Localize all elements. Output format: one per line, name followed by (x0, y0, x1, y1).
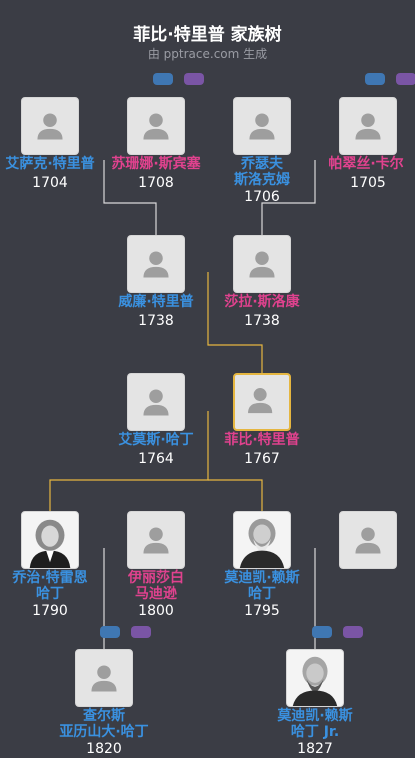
photo-mordecai[interactable] (233, 511, 291, 569)
person-year-patience: 1705 (350, 175, 386, 191)
person-year-isaac: 1704 (32, 175, 68, 191)
avatar-ames[interactable] (127, 373, 185, 431)
avatar-sarah[interactable] (233, 235, 291, 293)
expand-toggle-right-blue[interactable] (365, 73, 385, 85)
expand-toggle-left-purple[interactable] (184, 73, 204, 85)
expand-toggle-right-purple[interactable] (396, 73, 415, 85)
avatar-charles[interactable] (75, 649, 133, 707)
expand-toggle-george-blue[interactable] (100, 626, 120, 638)
photo-mordecai-jr[interactable] (286, 649, 344, 707)
person-name-phoebe[interactable]: 菲比·特里普 (224, 432, 300, 448)
avatar-patience[interactable] (339, 97, 397, 155)
connector-ames-phoebe-2 (208, 479, 263, 512)
person-name-patience[interactable]: 帕翠丝·卡尔 (328, 156, 404, 172)
person-name-mordecai[interactable]: 莫迪凯·赖斯哈丁 (224, 570, 300, 602)
expand-toggle-mordecai-purple[interactable] (343, 626, 363, 638)
avatar-isaac[interactable] (21, 97, 79, 155)
person-name-ames[interactable]: 艾莫斯·哈丁 (118, 432, 194, 448)
avatar-elizabeth[interactable] (127, 511, 185, 569)
person-year-mordecai-jr: 1827 (297, 741, 333, 757)
person-year-joseph: 1706 (244, 189, 280, 205)
expand-toggle-left-blue[interactable] (153, 73, 173, 85)
photo-george[interactable] (21, 511, 79, 569)
connector-joseph-patience (261, 160, 316, 238)
person-name-george[interactable]: 乔治·特雷恩哈丁 (12, 570, 88, 602)
connector-william-sarah (207, 272, 263, 374)
expand-toggle-george-purple[interactable] (131, 626, 151, 638)
connector-isaac-susanna (103, 160, 157, 238)
person-year-elizabeth: 1800 (138, 603, 174, 619)
avatar-william[interactable] (127, 235, 185, 293)
person-year-mordecai: 1795 (244, 603, 280, 619)
person-year-ames: 1764 (138, 451, 174, 467)
avatar-susanna[interactable] (127, 97, 185, 155)
page-subtitle: 由 pptrace.com 生成 (147, 47, 268, 61)
person-name-william[interactable]: 威廉·特里普 (118, 294, 194, 310)
person-year-charles: 1820 (86, 741, 122, 757)
person-name-susanna[interactable]: 苏珊娜·斯宾塞 (111, 156, 201, 172)
person-year-george: 1790 (32, 603, 68, 619)
avatar-mordecai-spouse[interactable] (339, 511, 397, 569)
expand-toggle-mordecai-blue[interactable] (312, 626, 332, 638)
person-name-mordecai-jr[interactable]: 莫迪凯·赖斯哈丁 Jr. (277, 708, 353, 740)
person-name-isaac[interactable]: 艾萨克·特里普 (5, 156, 95, 172)
person-year-sarah: 1738 (244, 313, 280, 329)
person-name-elizabeth[interactable]: 伊丽莎白马迪逊 (128, 570, 184, 602)
connector-ames-phoebe (49, 411, 209, 512)
page-title: 菲比·特里普 家族树 (133, 25, 282, 45)
person-year-susanna: 1708 (138, 175, 174, 191)
avatar-phoebe-focus[interactable] (233, 373, 291, 431)
avatar-joseph[interactable] (233, 97, 291, 155)
person-year-william: 1738 (138, 313, 174, 329)
person-name-sarah[interactable]: 莎拉·斯洛康 (224, 294, 300, 310)
person-name-joseph[interactable]: 乔瑟夫斯洛克姆 (234, 156, 290, 188)
person-name-charles[interactable]: 查尔斯亚历山大·哈丁 (59, 708, 149, 740)
person-year-phoebe: 1767 (244, 451, 280, 467)
